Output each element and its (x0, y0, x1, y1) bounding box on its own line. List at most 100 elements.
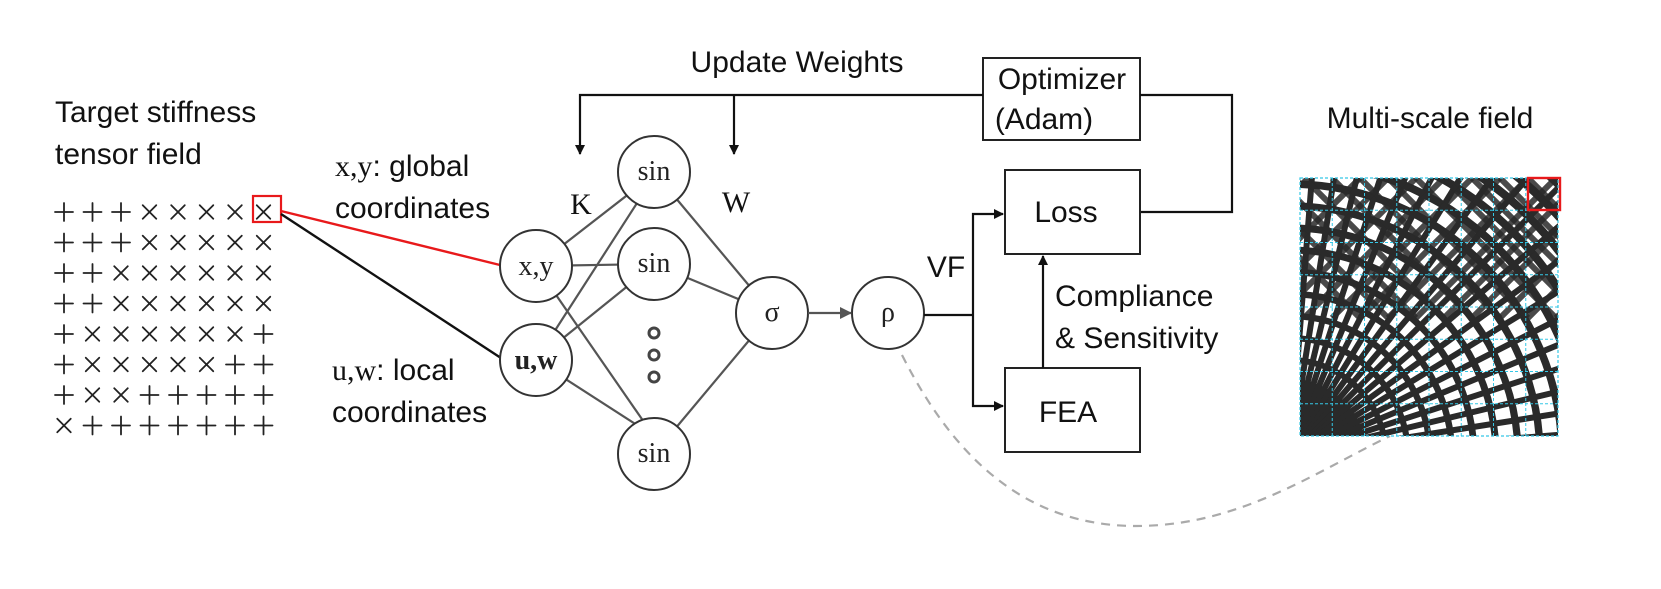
tensor-glyph (141, 265, 158, 281)
tensor-glyph (170, 204, 186, 220)
tensor-glyph (54, 263, 74, 283)
tensor-glyph (227, 295, 243, 312)
global-var: x,y (335, 150, 373, 183)
fea-box (1004, 367, 1141, 453)
tensor-glyph (198, 326, 215, 342)
tensor-glyph (227, 265, 243, 281)
sin-node-n: sin (617, 417, 691, 491)
loss-to-optimizer-path (1140, 93, 1234, 214)
tensor-glyph (227, 204, 243, 220)
left-title-line1: Target stiffness (55, 96, 256, 129)
tensor-glyph (196, 385, 217, 405)
tensor-glyph (54, 354, 74, 375)
optimizer-label-line1: Optimizer (998, 63, 1126, 96)
tensor-glyph (82, 232, 103, 253)
ellipsis-dots (647, 326, 661, 384)
tensor-glyph (82, 293, 103, 314)
loss-label: Loss (1034, 196, 1097, 229)
local-var: u,w (332, 354, 377, 387)
svg-text:x,y: x,y (519, 251, 554, 282)
tensor-glyph (198, 356, 215, 373)
selected-tensor-box (251, 194, 283, 224)
tensor-glyph (141, 234, 158, 251)
global-connection-line (280, 209, 505, 268)
tensor-glyph (139, 415, 160, 436)
local-connection-line (280, 212, 505, 362)
tensor-glyph (170, 356, 186, 373)
vf-to-loss-arrow (971, 209, 1004, 315)
tensor-glyph (111, 232, 131, 253)
tensor-glyph (198, 295, 215, 312)
tensor-glyph (54, 293, 74, 314)
tensor-glyph (227, 326, 243, 342)
input-node-xy: x,y (499, 229, 573, 303)
tensor-glyph (225, 415, 245, 436)
tensor-glyph (84, 356, 101, 373)
tensor-glyph (255, 234, 272, 251)
selected-cell-box (1526, 176, 1562, 212)
svg-text:sin: sin (638, 438, 671, 469)
svg-text:σ: σ (764, 297, 779, 328)
tensor-glyph (253, 354, 274, 375)
tensor-glyph (198, 265, 215, 281)
fea-label: FEA (1039, 396, 1097, 429)
multiscale-field-border (1299, 177, 1559, 437)
tensor-glyph (141, 356, 158, 373)
tensor-glyph (56, 417, 72, 434)
local-desc: : local (376, 354, 454, 387)
tensor-glyph (227, 234, 243, 251)
local-coordinates-label-2: coordinates (332, 396, 487, 429)
tensor-glyph (113, 265, 129, 281)
tensor-glyph (170, 295, 186, 312)
tensor-glyph (168, 385, 188, 405)
tensor-field-grid (54, 202, 274, 436)
tensor-glyph (84, 326, 101, 342)
tensor-glyph (225, 385, 245, 405)
tensor-glyph (255, 204, 272, 220)
multiscale-field (1300, 178, 1558, 436)
global-coordinates-label-2: coordinates (335, 192, 490, 225)
w-weights-label: W (722, 186, 751, 219)
sin-node-1: sin (617, 135, 691, 209)
compliance-label-line2: & Sensitivity (1055, 322, 1218, 355)
svg-text:ρ: ρ (881, 297, 895, 328)
vf-label: VF (927, 251, 965, 284)
compliance-label-line1: Compliance (1055, 280, 1213, 313)
tensor-glyph (196, 415, 217, 436)
tensor-glyph (54, 202, 74, 222)
svg-text:sin: sin (638, 248, 671, 279)
sin-node-2: sin (617, 227, 691, 301)
rho-to-field-dashed-curve (901, 354, 1391, 528)
local-coordinates-label: u,w: local (332, 354, 455, 387)
tensor-glyph (111, 415, 131, 436)
tensor-glyph (225, 354, 245, 375)
update-weights-label: Update Weights (691, 46, 904, 79)
tensor-glyph (139, 385, 160, 405)
tensor-glyph (141, 326, 158, 342)
tensor-glyph (198, 204, 215, 220)
tensor-glyph (170, 326, 186, 342)
tensor-glyph (113, 326, 129, 342)
tensor-glyph (141, 295, 158, 312)
tensor-glyph (113, 387, 129, 403)
multiscale-title: Multi-scale field (1327, 102, 1534, 135)
tensor-glyph (253, 385, 274, 405)
tensor-glyph (170, 234, 186, 251)
vf-to-fea-arrow (971, 315, 1004, 411)
tensor-glyph (111, 202, 131, 222)
optimizer-label-line2: (Adam) (995, 103, 1093, 136)
tensor-glyph (253, 324, 274, 344)
tensor-glyph (113, 356, 129, 373)
global-coordinates-label: x,y: global (335, 150, 469, 183)
tensor-glyph (54, 385, 74, 405)
k-weights-label: K (570, 188, 592, 221)
sigma-node: σ (735, 276, 809, 350)
tensor-glyph (198, 234, 215, 251)
svg-text:u,w: u,w (515, 345, 559, 376)
loss-box (1004, 169, 1141, 255)
global-desc: : global (373, 150, 470, 183)
tensor-glyph (54, 232, 74, 253)
tensor-glyph (255, 295, 272, 312)
tensor-glyph (253, 415, 274, 436)
